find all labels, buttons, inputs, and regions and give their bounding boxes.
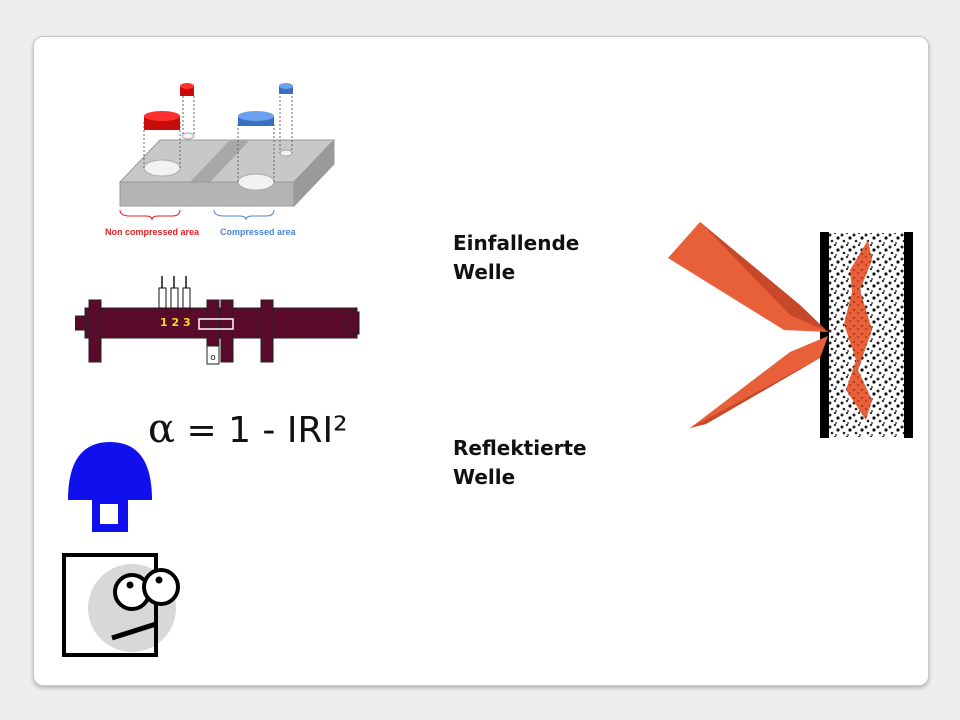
reflected-wave-label: Reflektierte Welle — [453, 436, 587, 489]
listener-face-icon — [62, 553, 180, 657]
speaker-icon — [68, 442, 152, 532]
impedance-tube-icon: o — [75, 276, 360, 365]
compression-plate-figure — [118, 83, 336, 221]
compressed-label: Compressed area — [220, 227, 296, 237]
non-compressed-label: Non compressed area — [105, 227, 200, 237]
formula-expression: = 1 - IRI² — [175, 410, 348, 451]
absorber-wall-icon — [668, 222, 913, 438]
absorption-formula: α = 1 - IRI² — [148, 406, 348, 452]
alpha-symbol: α — [148, 406, 176, 452]
svg-text:o: o — [210, 353, 216, 363]
incident-wave-label: Einfallende Welle — [453, 231, 580, 284]
mic-numbers: 1 2 3 — [160, 316, 191, 329]
